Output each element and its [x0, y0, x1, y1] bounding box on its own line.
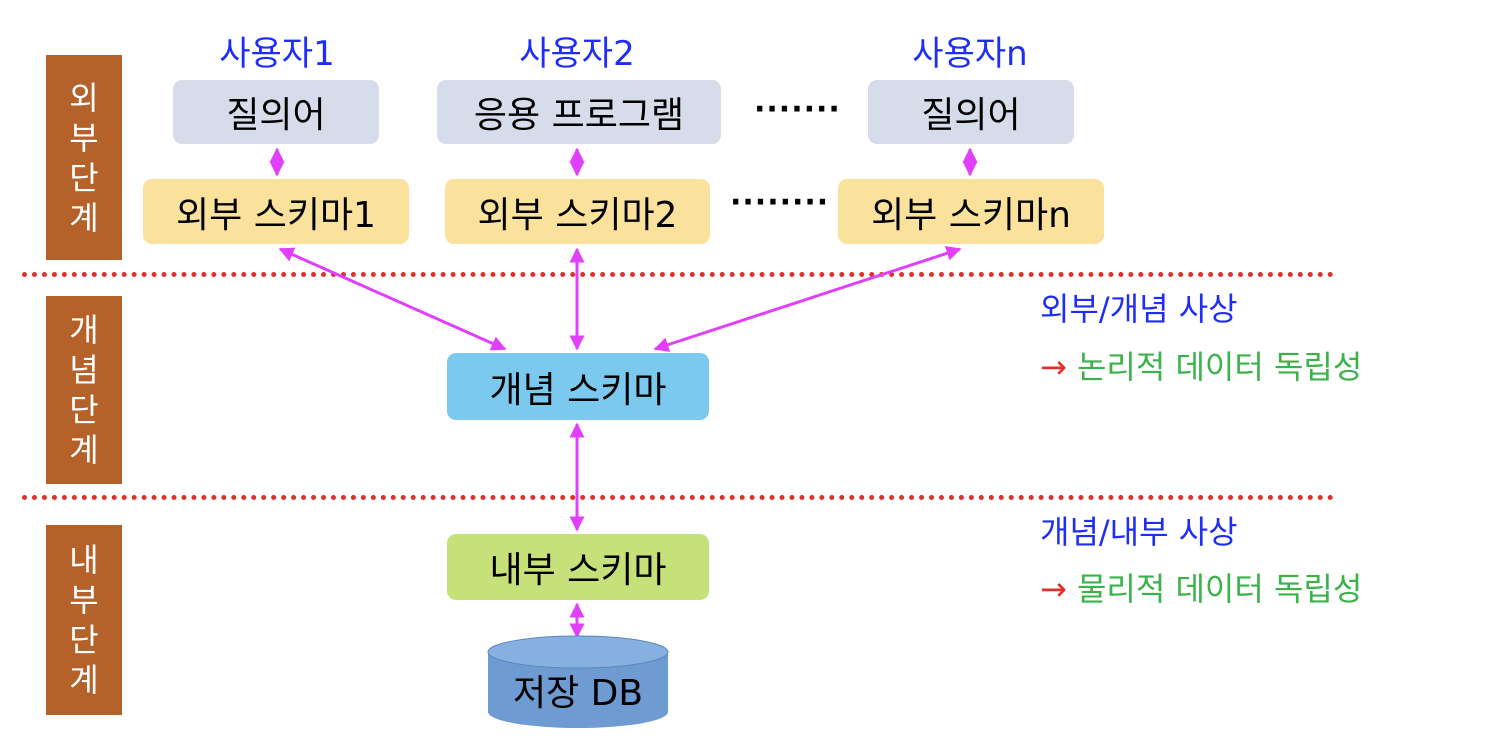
- divider-conceptual-internal: [22, 495, 1334, 500]
- query-language-box-1: 질의어: [173, 80, 379, 144]
- conceptual-schema: 개념 스키마: [447, 353, 709, 420]
- user-label-n: 사용자n: [912, 34, 1028, 74]
- stage-label-char: 단: [69, 621, 99, 659]
- stage-label-char: 단: [69, 391, 99, 429]
- user-label-1: 사용자1: [219, 34, 335, 74]
- internal-schema: 내부 스키마: [447, 534, 709, 600]
- stage-label-char: 개: [69, 311, 99, 349]
- application-program-box: 응용 프로그램: [437, 80, 721, 144]
- external-schema-2: 외부 스키마2: [445, 179, 710, 244]
- stage-label-external: 외 부 단 계: [46, 55, 122, 260]
- stage-label-char: 부: [69, 118, 99, 157]
- physical-independence-text: 물리적 데이터 독립성: [1076, 570, 1363, 608]
- connector-extn-concept: [653, 246, 962, 352]
- stage-label-char: 외: [69, 78, 99, 117]
- db-cylinder: [487, 635, 669, 728]
- stage-label-internal: 내 부 단 계: [46, 525, 122, 715]
- external-schema-1: 외부 스키마1: [143, 179, 409, 244]
- ellipsis-top: ·······: [754, 92, 841, 127]
- user-label-2: 사용자2: [519, 34, 635, 74]
- ellipsis-mid: ········: [730, 185, 830, 220]
- stage-label-char: 단: [69, 158, 99, 197]
- stage-label-char: 계: [69, 661, 99, 699]
- external-conceptual-mapping-title: 외부/개념 사상: [1040, 290, 1238, 328]
- logical-independence-text: 논리적 데이터 독립성: [1076, 348, 1363, 386]
- stage-label-conceptual: 개 념 단 계: [46, 296, 122, 484]
- conceptual-internal-mapping-title: 개념/내부 사상: [1040, 513, 1238, 551]
- storage-db-label: 저장 DB: [512, 673, 644, 714]
- connector-ext1-concept: [278, 247, 507, 351]
- stage-label-char: 내: [69, 541, 99, 579]
- physical-independence-line: → 물리적 데이터 독립성: [1040, 564, 1362, 610]
- external-schema-n: 외부 스키마n: [838, 179, 1104, 244]
- logical-independence-line: → 논리적 데이터 독립성: [1040, 342, 1362, 388]
- stage-label-char: 계: [69, 198, 99, 237]
- arrow-icon: →: [1040, 570, 1067, 608]
- stage-label-char: 념: [69, 351, 99, 389]
- arrow-icon: →: [1040, 348, 1067, 386]
- query-language-box-n: 질의어: [868, 80, 1074, 144]
- stage-label-char: 부: [69, 581, 99, 619]
- stage-label-char: 계: [69, 431, 99, 469]
